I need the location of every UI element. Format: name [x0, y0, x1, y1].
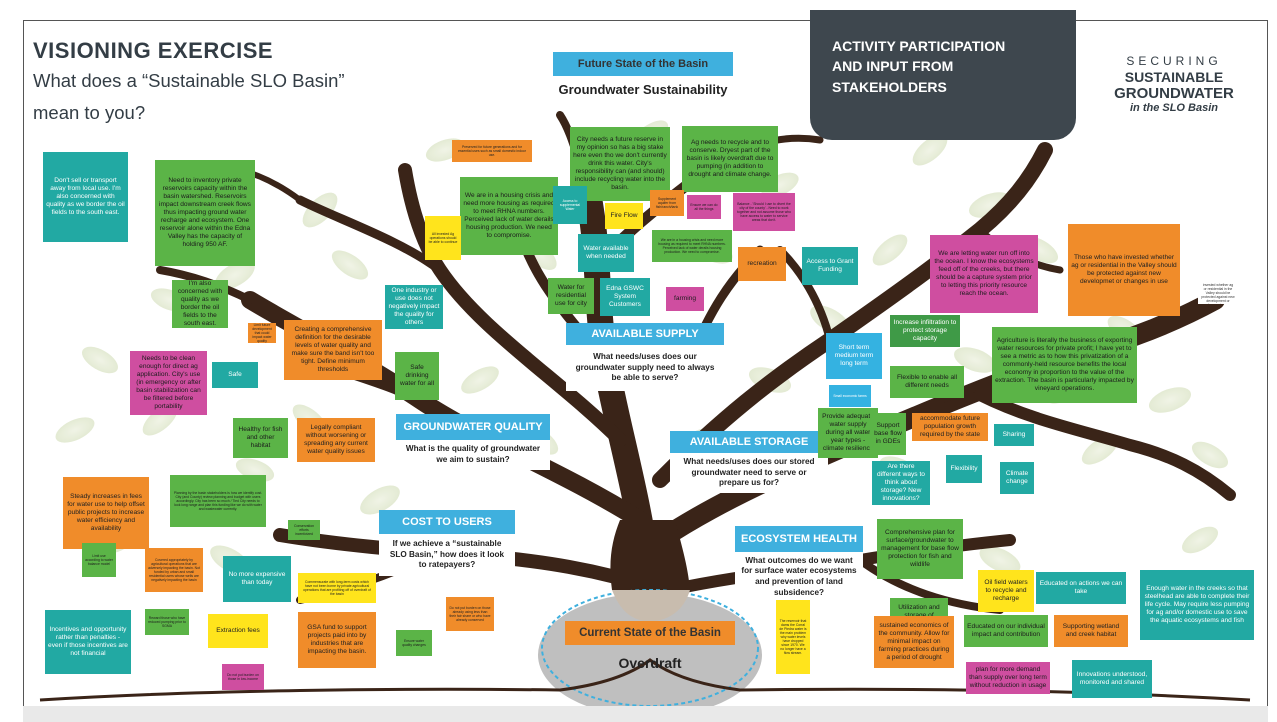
sticky-note: Climate change	[1000, 462, 1034, 494]
sticky-note: GSA fund to support projects paid into b…	[298, 612, 376, 668]
future-state-label: Future State of the Basin	[553, 52, 733, 76]
sticky-note: We are in a housing crisis and need more…	[652, 230, 732, 262]
sticky-note: Steady increases in fees for water use t…	[63, 477, 149, 549]
sticky-note: Those who have invested whether ag or re…	[1068, 224, 1180, 316]
quality-title: GROUNDWATER QUALITY	[396, 414, 550, 440]
supply-title: AVAILABLE SUPPLY	[566, 323, 724, 345]
ecosystem-question: What outcomes do we want for surface wat…	[735, 552, 863, 602]
logo-line2: SUSTAINABLE	[1124, 69, 1224, 85]
bottom-strip	[23, 706, 1268, 722]
quality-question: What is the quality of groundwater we ai…	[396, 440, 550, 470]
sticky-note: Incentives and opportunity rather than p…	[45, 610, 131, 674]
sticky-note: Flexible to enable all different needs	[890, 366, 964, 398]
logo-line3: GROUNDWATER	[1114, 85, 1234, 102]
storage-title: AVAILABLE STORAGE	[670, 431, 828, 453]
sticky-note: Legally compliant without worsening or s…	[297, 418, 375, 462]
page-subtitle-line2: mean to you?	[33, 102, 146, 123]
sticky-note: Water available when needed	[578, 234, 634, 272]
sticky-note: Those who have invested whether ag or re…	[1198, 282, 1238, 304]
sticky-note: Needs to be clean enough for direct ag a…	[130, 351, 207, 415]
supply-question: What needs/uses does our groundwater sup…	[566, 345, 724, 391]
activity-banner-line2: AND INPUT FROM	[832, 58, 954, 75]
sticky-note: Limit future development that could impa…	[248, 323, 276, 343]
sticky-note: Agriculture is literally the business of…	[992, 327, 1137, 403]
sticky-note: Ensure we can do all the things	[687, 195, 721, 219]
sticky-note: Access to supplemental Water	[553, 186, 587, 224]
sticky-note: Ag needs to recycle and to conserve. Dry…	[682, 126, 778, 192]
sticky-note: Don't sell or transport away from local …	[43, 152, 128, 242]
sticky-note: Flexibility	[946, 455, 982, 483]
sticky-note: recreation	[738, 247, 786, 281]
sticky-note: Enough water in the creeks so that steel…	[1140, 570, 1254, 640]
sticky-note: No more expensive than today	[223, 556, 291, 602]
sticky-note: Educated on our individual impact and co…	[964, 615, 1048, 647]
sticky-note: Increase infiltration to protect storage…	[890, 315, 960, 347]
sticky-note: Short term medium term long term	[826, 333, 882, 379]
sticky-note: Conservation efforts incentivized	[288, 520, 320, 540]
sticky-note: One industry or use does not negatively …	[385, 285, 443, 329]
activity-banner: ACTIVITY PARTICIPATION AND INPUT FROM ST…	[810, 10, 1076, 140]
sticky-note: Extraction fees	[208, 614, 268, 648]
sticky-note: Commensurate with long-term costs which …	[298, 573, 376, 603]
sticky-note: Limit use according to water balance mod…	[82, 543, 116, 577]
sticky-note: Supporting wetland and creek habitat	[1054, 615, 1128, 647]
sticky-note: Fire Flow	[605, 203, 643, 229]
sticky-note: accommodate future population growth req…	[912, 413, 988, 441]
ecosystem-title: ECOSYSTEM HEALTH	[735, 526, 863, 552]
sticky-note: Educated on actions we can take	[1036, 572, 1126, 604]
sticky-note: Sharing	[994, 424, 1034, 446]
logo-line4: in the SLO Basin	[1129, 102, 1218, 114]
sticky-note: Water for residential use for city	[548, 278, 594, 314]
sticky-note: Need to inventory private reservoirs cap…	[155, 160, 255, 266]
program-logo: SECURING SUSTAINABLE GROUNDWATER in the …	[1094, 54, 1254, 114]
sticky-note: Support base flow in GDEs	[870, 413, 906, 455]
cost-title: COST TO USERS	[379, 510, 515, 534]
sticky-note: Safe drinking water for all	[395, 352, 439, 400]
sticky-note: Innovations understood, monitored and sh…	[1072, 660, 1152, 698]
sticky-note: Healthy for fish and other habitat	[233, 418, 288, 458]
sticky-note: Reward those who have reduced pumping pr…	[145, 609, 189, 635]
sticky-note: Comprehensive plan for surface/groundwat…	[877, 519, 963, 579]
sticky-note: City needs a future reserve in my opinio…	[570, 127, 670, 201]
sticky-note: Small economic farms	[829, 385, 871, 407]
sticky-note: Are there different ways to think about …	[872, 461, 930, 505]
cost-question: If we achieve a “sustainable SLO Basin,”…	[379, 534, 515, 576]
future-state-subtitle: Groundwater Sustainability	[558, 82, 728, 97]
sticky-note: We are letting water run off into the oc…	[930, 235, 1038, 313]
sticky-note: Balance - 'Should I use to divert the ci…	[733, 193, 795, 231]
sticky-note: Planning by the basin stakeholders is ho…	[170, 475, 266, 527]
sticky-note: Edna GSWC System Customers	[600, 278, 650, 316]
sticky-note: I'm also concerned with quality as we bo…	[172, 280, 228, 328]
current-state-subtitle: Overdraft	[618, 655, 682, 671]
sticky-note: farming	[666, 287, 704, 311]
sticky-note: Safe	[212, 362, 258, 388]
sticky-note: Ensure water quality changes	[396, 630, 432, 656]
sticky-note: All invested Ag operations should be abl…	[425, 216, 461, 260]
sticky-note: Do not put burden on those already using…	[446, 597, 494, 631]
sticky-note: Supplement aquifer from fish/ranch/tank	[650, 190, 684, 216]
activity-banner-line1: ACTIVITY PARTICIPATION	[832, 38, 1006, 54]
sticky-note: The reservoir that dams the Corral de Pi…	[776, 600, 810, 674]
current-state-label: Current State of the Basin	[565, 621, 735, 645]
sticky-note: Oil field waters to recycle and recharge	[978, 570, 1034, 612]
sticky-note: Access to Grant Funding	[802, 247, 858, 285]
page-subtitle-line1: What does a “Sustainable SLO Basin”	[33, 70, 345, 91]
sticky-note: Covered appropriately by agricultural op…	[145, 548, 203, 592]
storage-question: What needs/uses does our stored groundwa…	[670, 453, 828, 493]
sticky-note: Provide adequate water supply during all…	[818, 408, 878, 458]
sticky-note: plan for more demand than supply over lo…	[966, 662, 1050, 694]
sticky-note: We are in a housing crisis and need more…	[460, 177, 558, 255]
sticky-note: Creating a comprehensive definition for …	[284, 320, 382, 380]
sticky-note: Do not put burden on those in low-income	[222, 664, 264, 690]
sticky-note: Preserved for future generations and for…	[452, 140, 532, 162]
logo-line1: SECURING	[1126, 54, 1222, 68]
activity-banner-line3: STAKEHOLDERS	[832, 78, 947, 95]
page-title: VISIONING EXERCISE	[33, 38, 274, 63]
sticky-note: sustained economics of the community. Al…	[874, 616, 954, 668]
